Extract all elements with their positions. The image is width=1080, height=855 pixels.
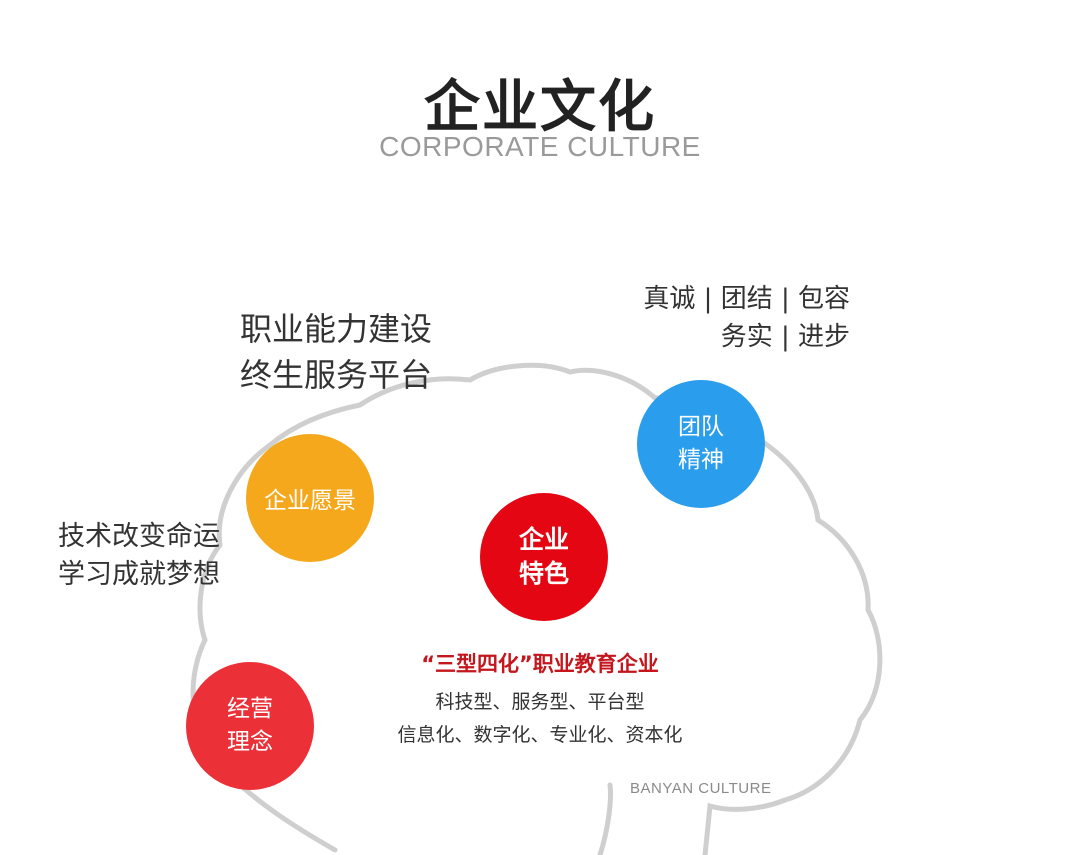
feature-label-line: 特色 [518, 559, 569, 588]
feature-heading: “三型四化”职业教育企业 [421, 652, 659, 676]
vision-statement: 职业能力建设 终生服务平台 [240, 306, 432, 398]
page-subtitle: CORPORATE CULTURE [379, 131, 701, 162]
feature-line: 科技型、服务型、平台型 [435, 691, 645, 713]
page-title: 企业文化 [424, 75, 656, 140]
purpose-line: 技术改变命运 [58, 521, 220, 552]
team-spirit-circle: 团队 精神 [637, 380, 765, 508]
purpose-line: 学习成就梦想 [58, 559, 220, 590]
purpose-statement: 技术改变命运 学习成就梦想 [58, 518, 220, 594]
watermark-text: BANYAN CULTURE [630, 780, 772, 797]
team-spirit-statement: 真诚 | 团结 | 包容 务实 | 进步 [610, 280, 850, 356]
team-spirit-label-line: 精神 [678, 447, 724, 473]
vision-circle: 企业愿景 [246, 434, 374, 562]
feature-line: 信息化、数字化、专业化、资本化 [397, 724, 683, 746]
feature-label-line: 企业 [518, 525, 569, 554]
vision-line: 终生服务平台 [240, 356, 433, 394]
philosophy-label-line: 理念 [227, 729, 273, 755]
vision-line: 职业能力建设 [240, 310, 433, 348]
feature-circle: 企业 特色 [480, 493, 608, 621]
philosophy-label-line: 经营 [227, 696, 273, 722]
team-spirit-line: 真诚 | 团结 | 包容 [643, 284, 850, 314]
team-spirit-line: 务实 | 进步 [720, 322, 850, 352]
vision-label: 企业愿景 [264, 488, 356, 514]
team-spirit-label-line: 团队 [678, 414, 724, 440]
philosophy-circle: 经营 理念 [186, 662, 314, 790]
